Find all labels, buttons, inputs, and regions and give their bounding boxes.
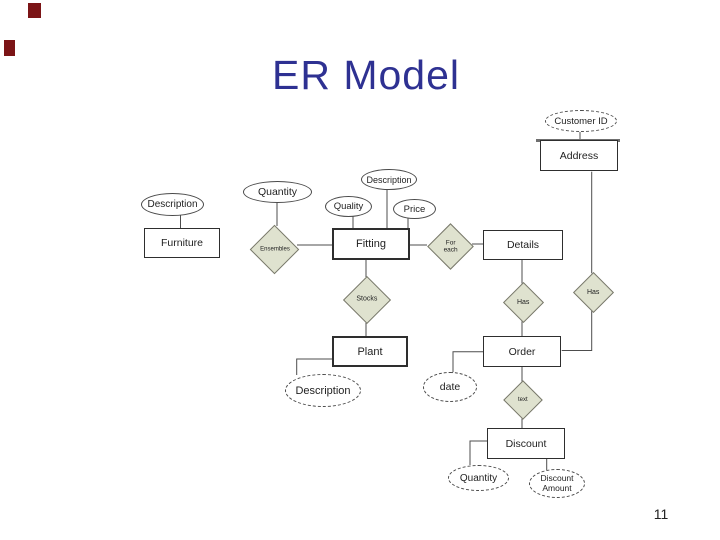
attribute-quality: Quality [325, 196, 372, 217]
entity-details: Details [483, 230, 563, 260]
connector-order-date [452, 351, 483, 373]
attribute-description-furniture: Description [141, 193, 204, 216]
relationship-has-label: Has [587, 288, 600, 296]
attribute-quantity-ensembles: Quantity [243, 181, 312, 203]
entity-furniture: Furniture [144, 228, 220, 258]
relationship-stocks-label: Stocks [356, 296, 378, 304]
relationship-has-label: Has [517, 298, 530, 306]
connector-has-order-right [561, 310, 593, 351]
edge-mark-decoration [4, 40, 15, 56]
page-number: 11 [653, 506, 669, 522]
attribute-description-plant: Description [285, 374, 361, 407]
entity-plant: Plant [332, 336, 408, 367]
connector-plant-description [296, 358, 332, 375]
relationship-ensembles-label: Ensembles [259, 245, 290, 252]
attribute-quantity-discount: Quantity [448, 465, 509, 491]
relationship-for-each-label: For each [442, 238, 458, 252]
attribute-description-fitting: Description [361, 169, 417, 190]
relationship-text-label: text [518, 396, 528, 403]
connector-discount-quantity [469, 440, 487, 465]
attribute-price: Price [393, 199, 436, 219]
attribute-discount-amount: Discount Amount [529, 469, 585, 498]
entity-order: Order [483, 336, 561, 367]
entity-address: Address [540, 140, 618, 171]
attribute-customer-id: Customer ID [545, 110, 617, 132]
entity-discount: Discount [487, 428, 565, 459]
slide-title: ER Model [271, 52, 460, 98]
attribute-date: date [423, 372, 477, 402]
entity-fitting: Fitting [332, 228, 410, 260]
edge-mark-decoration [28, 3, 41, 18]
